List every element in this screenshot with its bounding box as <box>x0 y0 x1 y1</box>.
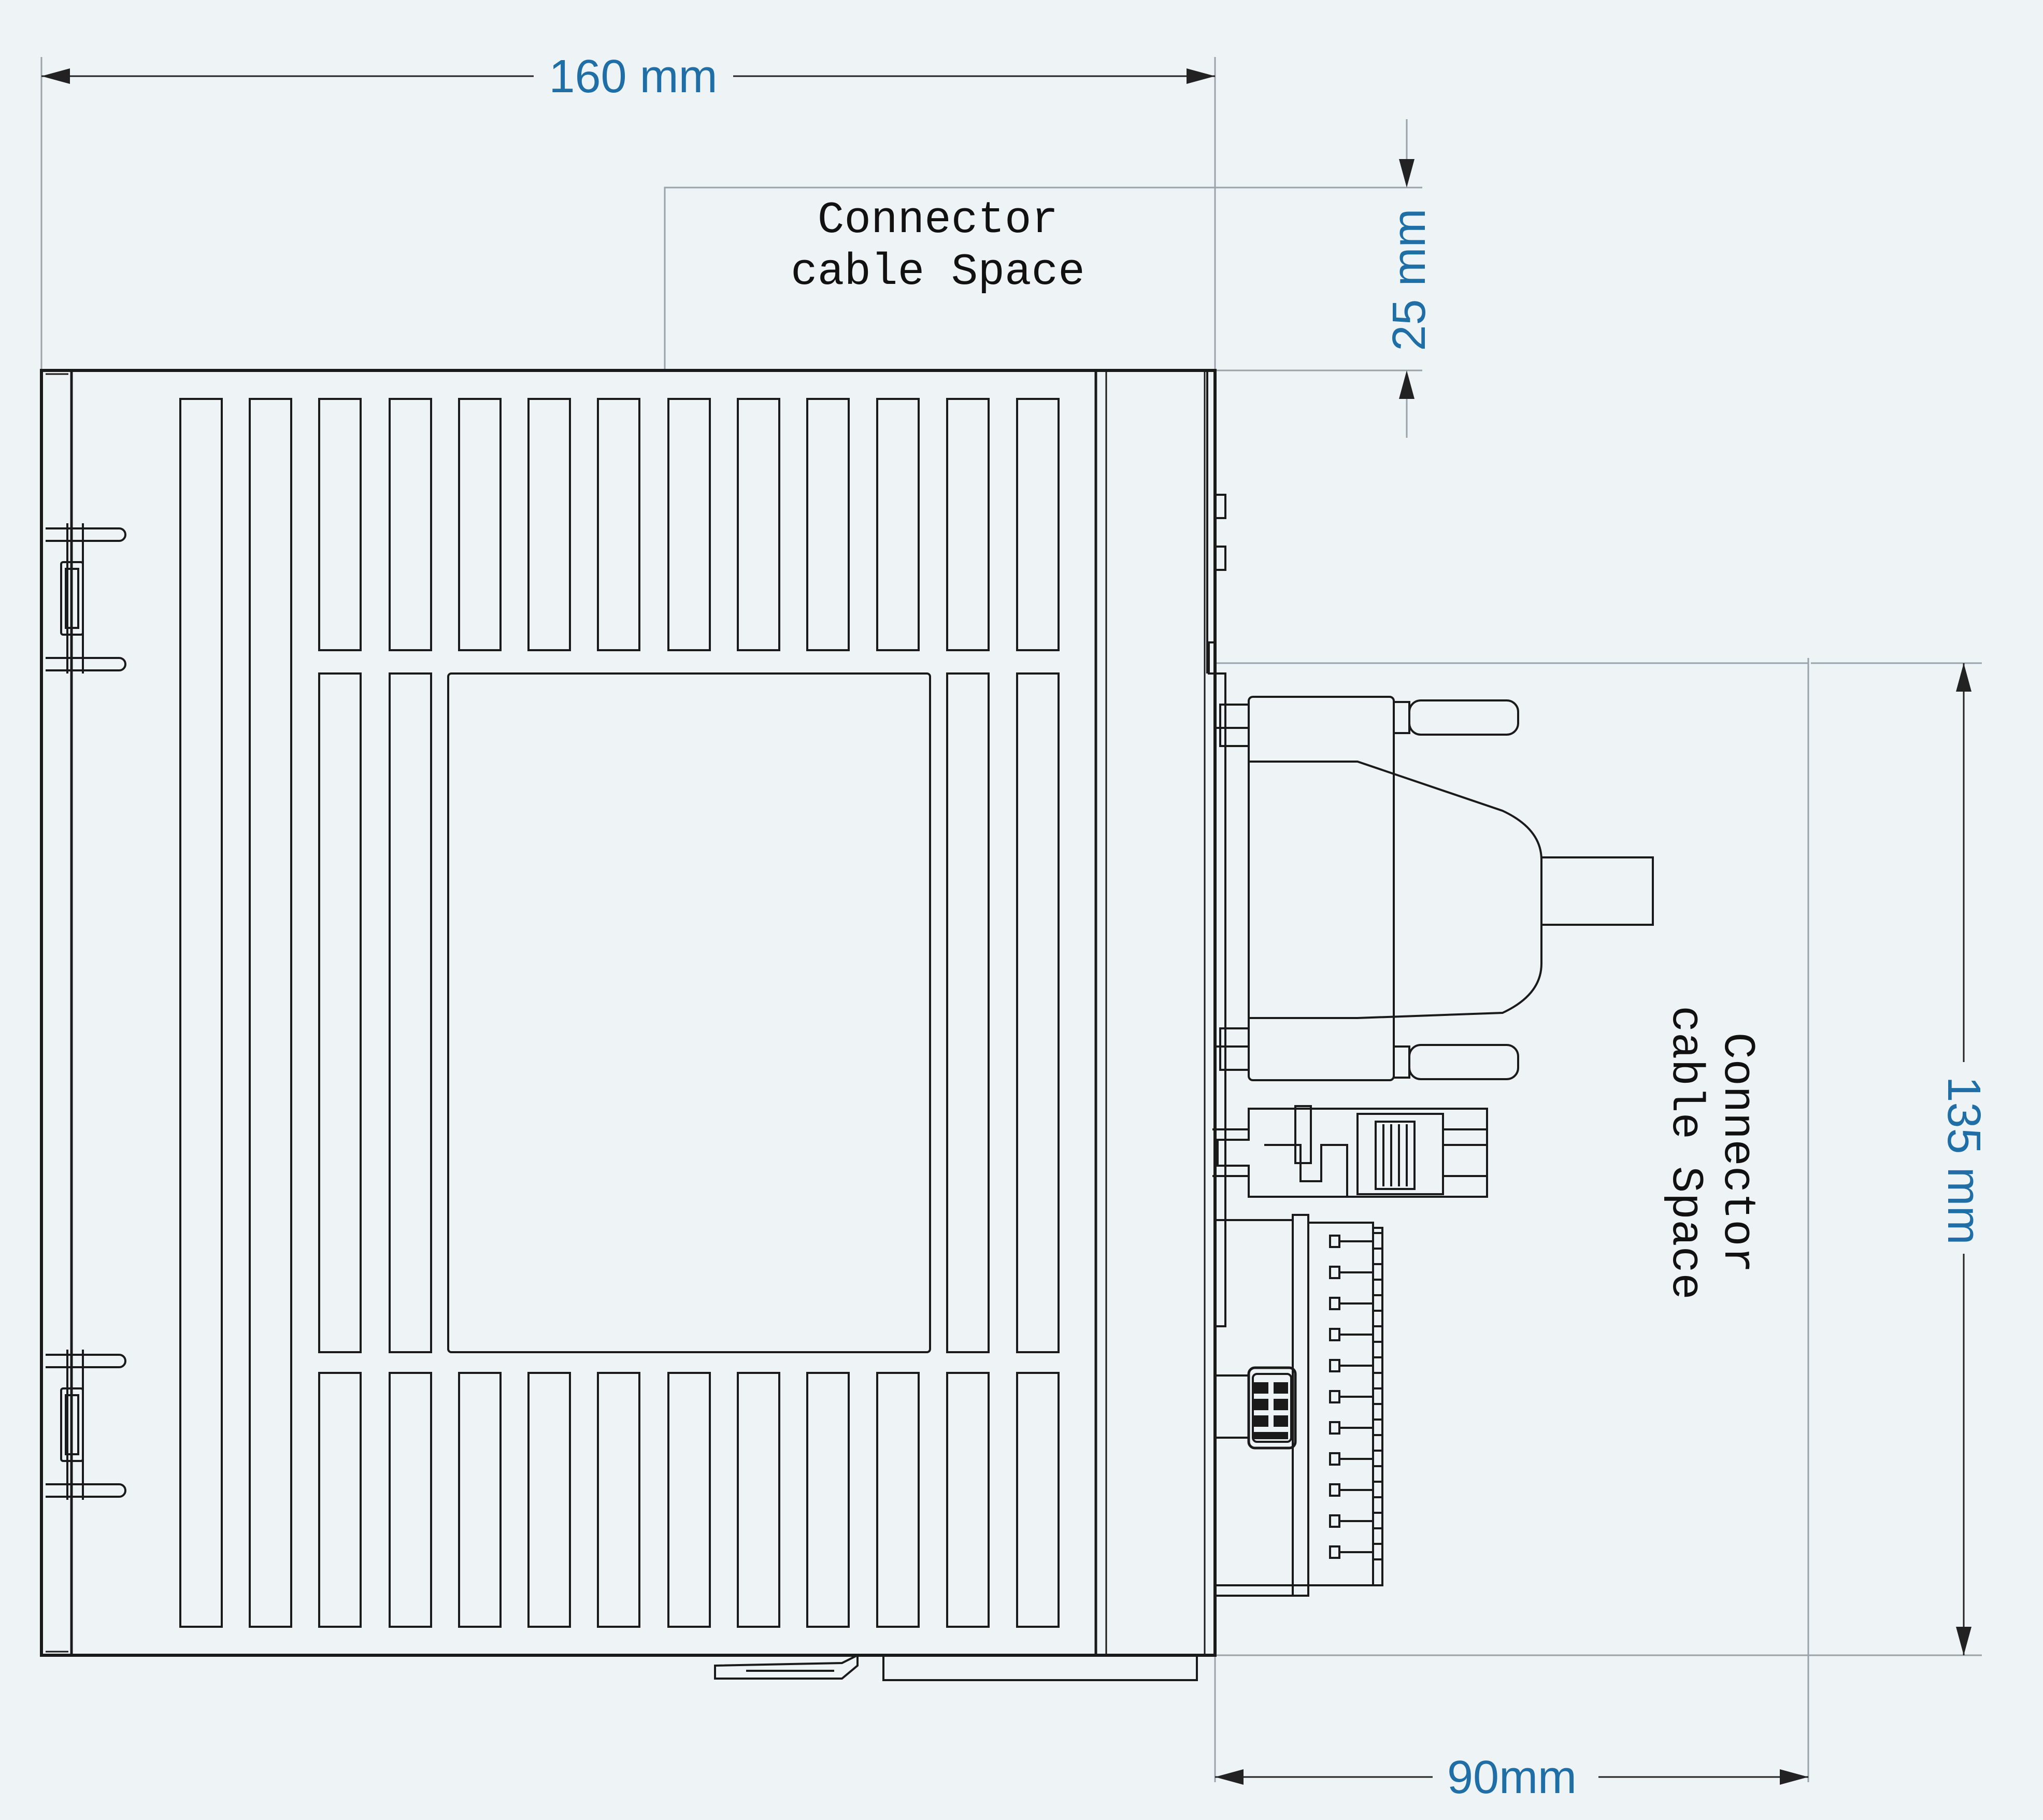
svg-text:Connector: Connector <box>1712 1033 1763 1273</box>
vent-slot <box>1016 672 1060 1353</box>
terminal-block <box>1214 1214 1383 1597</box>
vent-slot <box>389 1372 432 1628</box>
terminal-pin <box>1329 1266 1340 1279</box>
arrow-up-icon <box>1956 663 1971 692</box>
vent-slots <box>179 398 1060 1628</box>
front-connectors <box>1206 370 1654 1597</box>
dimension-label-top-space: 25 mm <box>1383 208 1435 351</box>
vent-slot <box>179 398 223 1628</box>
note-top-connector-space: Connector cable Space <box>791 195 1085 297</box>
bottom-feet <box>714 1653 1198 1681</box>
dsub-connector <box>1214 672 1654 1327</box>
terminal-tooth <box>1372 1418 1383 1436</box>
dimension-label-right-height: 135 mm <box>1938 1076 1990 1244</box>
arrow-down-icon <box>1956 1627 1971 1655</box>
terminal-pin <box>1329 1421 1340 1435</box>
servo-drive-body <box>40 369 1217 1657</box>
arrow-up-icon <box>1399 370 1415 399</box>
terminal-tooth <box>1372 1294 1383 1312</box>
arrow-left-icon <box>41 68 70 84</box>
terminal-pin <box>1329 1359 1340 1372</box>
arrow-down-icon <box>1399 159 1415 188</box>
arrow-right-icon <box>1187 68 1215 84</box>
vent-slot <box>806 1372 850 1628</box>
terminal-tooth <box>1372 1356 1383 1374</box>
vent-slot <box>318 672 362 1353</box>
vent-slot <box>249 398 292 1628</box>
vent-slot <box>389 672 432 1353</box>
vent-slot <box>806 398 850 651</box>
vent-slot <box>318 398 362 651</box>
dimension-135mm: 135 mm <box>1938 663 1990 1655</box>
terminal-tooth <box>1372 1450 1383 1467</box>
terminal-pin <box>1329 1452 1340 1466</box>
dimension-guides <box>40 57 1982 1782</box>
vent-slot <box>1016 398 1060 651</box>
terminal-tooth <box>1372 1481 1383 1498</box>
dimension-90mm: 90mm <box>1215 1752 1808 1803</box>
dimension-25mm: 25 mm <box>1383 159 1435 399</box>
vent-slot <box>458 1372 502 1628</box>
dimension-label-width: 160 mm <box>549 51 717 103</box>
communication-connector <box>1212 1105 1488 1198</box>
vent-slot <box>737 1372 780 1628</box>
upper-mounting-clip <box>46 523 126 673</box>
terminal-tooth <box>1372 1512 1383 1529</box>
latch-connector <box>1214 1366 1297 1450</box>
terminal-pin <box>1329 1297 1340 1310</box>
dimension-label-right-space: 90mm <box>1447 1752 1577 1803</box>
vent-slot <box>527 1372 571 1628</box>
vent-slot <box>876 1372 920 1628</box>
vent-slot <box>458 398 502 651</box>
terminal-tooth <box>1372 1263 1383 1281</box>
vent-slot <box>389 398 432 651</box>
note-right-connector-space: Connector cable Space <box>1660 1006 1763 1300</box>
terminal-tooth <box>1372 1325 1383 1343</box>
svg-text:cable Space: cable Space <box>791 247 1085 297</box>
svg-text:Connector: Connector <box>818 195 1058 246</box>
vent-slot <box>946 398 990 651</box>
vent-slot <box>946 672 990 1353</box>
terminal-tooth <box>1372 1387 1383 1405</box>
terminal-pin <box>1329 1514 1340 1528</box>
terminal-tooth <box>1372 1232 1383 1250</box>
arrow-left-icon <box>1215 1769 1244 1785</box>
svg-text:cable Space: cable Space <box>1660 1006 1711 1300</box>
terminal-pin <box>1329 1483 1340 1497</box>
terminal-pin <box>1329 1390 1340 1403</box>
small-terminals <box>1206 370 1226 675</box>
terminal-pin <box>1329 1545 1340 1559</box>
vent-slot <box>737 398 780 651</box>
arrow-right-icon <box>1780 1769 1808 1785</box>
vent-slot <box>876 398 920 651</box>
terminal-tooth <box>1372 1543 1383 1560</box>
lower-mounting-clip <box>46 1350 126 1500</box>
terminal-pin <box>1329 1235 1340 1248</box>
dimension-160mm: 160 mm <box>41 51 1215 103</box>
vent-slot <box>946 1372 990 1628</box>
vent-slot <box>597 398 640 651</box>
vent-slot <box>318 1372 362 1628</box>
terminal-pin <box>1329 1328 1340 1341</box>
vent-slot <box>597 1372 640 1628</box>
vent-slot <box>667 1372 711 1628</box>
vent-slot <box>527 398 571 651</box>
vent-slot <box>667 398 711 651</box>
mounting-clips <box>46 523 126 1500</box>
vent-slot <box>1016 1372 1060 1628</box>
